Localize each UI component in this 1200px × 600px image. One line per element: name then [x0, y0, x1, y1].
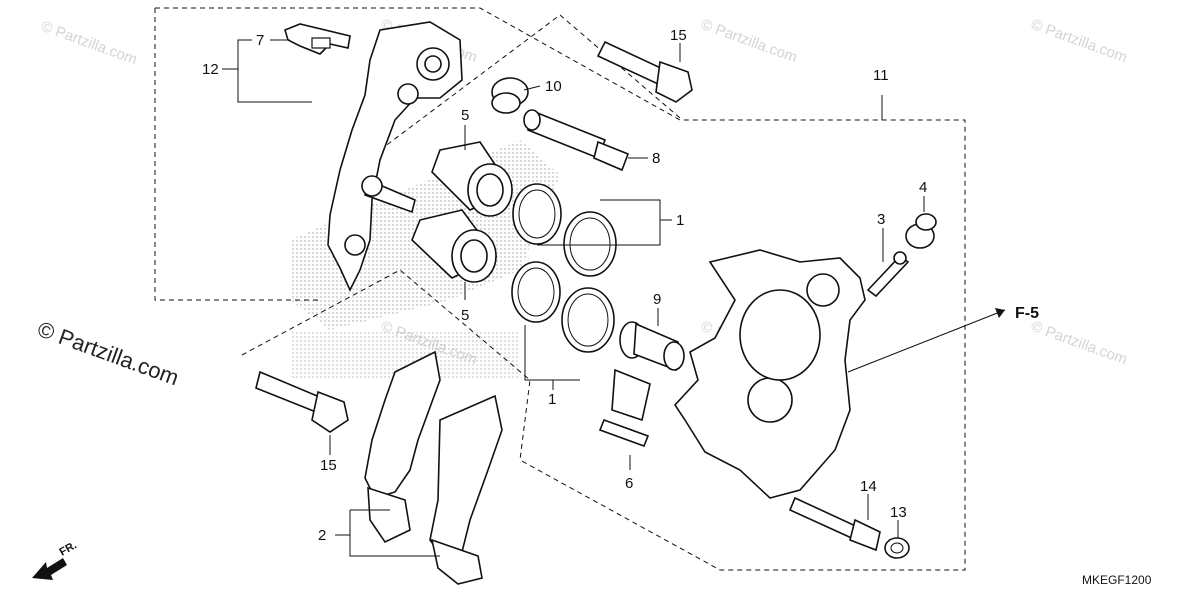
pad-spring [598, 368, 651, 448]
callout-1-upper: 1 [676, 212, 684, 229]
leader-lines [222, 39, 925, 557]
piston-upper [431, 141, 514, 217]
callout-15-lower: 15 [320, 457, 337, 474]
callout-5-upper: 5 [461, 107, 469, 124]
watermark-text: © Partzilla.com [1029, 318, 1130, 369]
bleeder-cap [905, 213, 937, 249]
callout-6: 6 [625, 475, 633, 492]
callout-14: 14 [860, 478, 877, 495]
callout-13: 13 [890, 504, 907, 521]
direction-label: FR. [58, 539, 79, 558]
callout-9: 9 [653, 291, 661, 308]
bolt-lower [255, 370, 349, 433]
callout-8: 8 [652, 150, 660, 167]
caliper-pin [523, 109, 630, 172]
caliper-bracket [327, 21, 463, 292]
direction-arrow [32, 558, 67, 580]
watermark-text: © Partzilla.com [699, 16, 800, 67]
callout-10: 10 [545, 78, 562, 95]
callouts: 7 12 5 5 10 8 15 11 1 1 9 6 15 2 3 4 14 … [202, 27, 927, 544]
assembly-outline [154, 7, 966, 571]
bolt-upper [596, 40, 693, 103]
piston-seals [511, 183, 617, 353]
reference-arrow [847, 308, 1006, 373]
brake-pads [364, 350, 503, 585]
watermark-text: © Partzilla.com [39, 18, 140, 69]
callout-7: 7 [256, 32, 264, 49]
reference-label: F-5 [1015, 305, 1039, 322]
watermark-text: © Partzilla.com [1029, 16, 1130, 67]
pin-bolt [788, 496, 881, 552]
callout-15-upper: 15 [670, 27, 687, 44]
bleeder-screw [866, 251, 910, 298]
callout-3: 3 [877, 211, 885, 228]
caliper-body [673, 249, 866, 499]
piston-lower [411, 209, 498, 283]
boot [491, 77, 529, 114]
diagram-code: MKEGF1200 [1082, 573, 1152, 587]
callout-2: 2 [318, 527, 326, 544]
plug [884, 537, 910, 559]
pad-spring-clip [284, 23, 351, 55]
callout-4: 4 [919, 179, 927, 196]
callout-12: 12 [202, 61, 219, 78]
callout-1-lower: 1 [548, 391, 556, 408]
watermark-main: © Partzilla.com [34, 316, 182, 390]
background-logo [290, 140, 560, 380]
pin-boot [619, 321, 685, 372]
callout-5-lower: 5 [461, 307, 469, 324]
callout-11: 11 [873, 67, 889, 84]
